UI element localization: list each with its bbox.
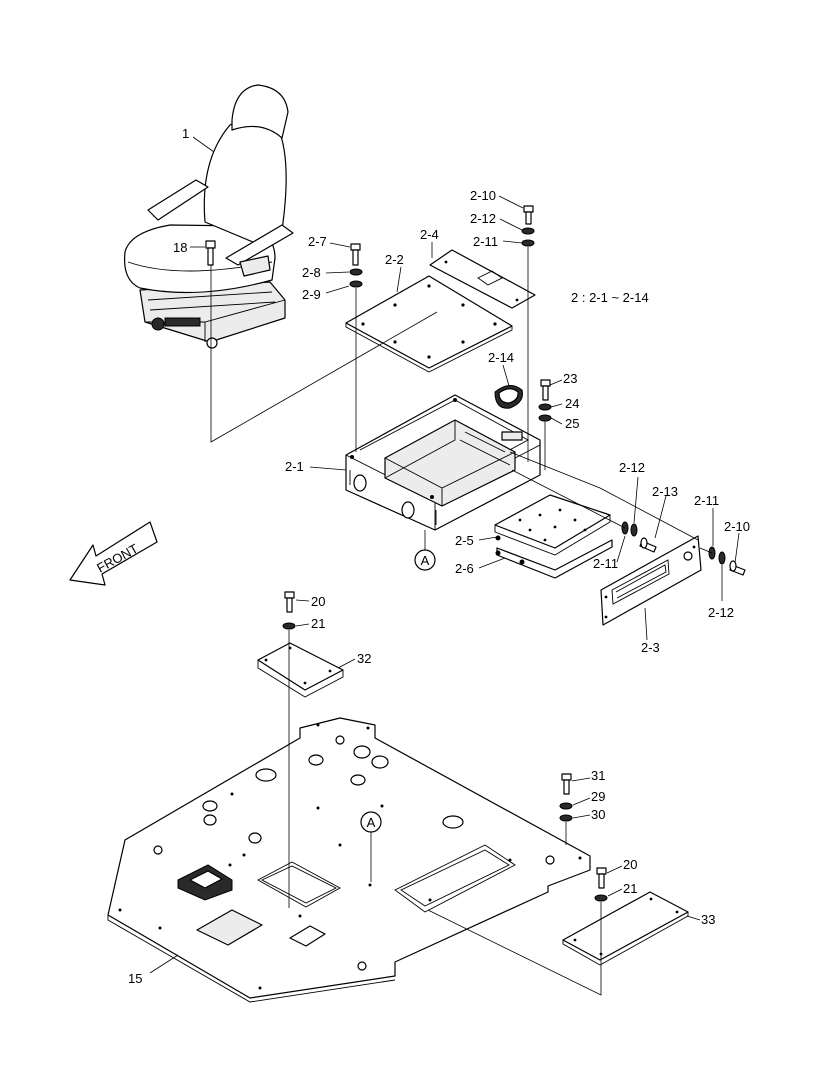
label-2-11: 2-11 bbox=[473, 234, 498, 249]
label-2-13: 2-13 bbox=[652, 484, 678, 499]
group-note: 2 : 2-1 ~ 2-14 bbox=[571, 290, 649, 305]
grommet-2-14 bbox=[494, 385, 523, 409]
fastener-stack-23 bbox=[538, 379, 552, 422]
fastener-stack-2-7 bbox=[349, 243, 363, 288]
assembly-lines bbox=[210, 247, 713, 996]
label-18: 18 bbox=[173, 240, 187, 255]
label-2-10-right: 2-10 bbox=[724, 519, 750, 534]
label-2-12-mid: 2-12 bbox=[619, 460, 645, 475]
front-arrow: FRONT bbox=[69, 521, 158, 586]
label-24: 24 bbox=[565, 396, 579, 411]
label-29: 29 bbox=[591, 789, 605, 804]
top-plate-2-2 bbox=[345, 275, 513, 373]
tray-2-5 bbox=[494, 494, 611, 556]
label-2-3: 2-3 bbox=[641, 640, 660, 655]
plate-33 bbox=[562, 891, 689, 966]
label-31: 31 bbox=[591, 768, 605, 783]
label-2-7: 2-7 bbox=[308, 234, 327, 249]
label-2-10: 2-10 bbox=[470, 188, 496, 203]
label-2-5: 2-5 bbox=[455, 533, 474, 548]
label-2-9: 2-9 bbox=[302, 287, 321, 302]
cover-plate-2-4 bbox=[429, 249, 536, 309]
tray-2-6 bbox=[495, 539, 613, 579]
label-15: 15 bbox=[128, 971, 142, 986]
label-20-right: 20 bbox=[623, 857, 637, 872]
label-20: 20 bbox=[311, 594, 325, 609]
bolt-18 bbox=[205, 240, 216, 266]
label-30: 30 bbox=[591, 807, 605, 822]
label-2-6: 2-6 bbox=[455, 561, 474, 576]
part-labels: 1 18 2-7 2-8 2-9 2-2 2-4 2-10 2-12 2-11 … bbox=[128, 126, 750, 986]
label-1: 1 bbox=[182, 126, 189, 141]
seat-assembly bbox=[123, 84, 294, 349]
label-21-right: 21 bbox=[623, 881, 637, 896]
label-2-12-low: 2-12 bbox=[708, 605, 734, 620]
label-2-4: 2-4 bbox=[420, 227, 439, 242]
ref-marker-a-box: A bbox=[414, 549, 436, 571]
label-2-12: 2-12 bbox=[470, 211, 496, 226]
floor-plate-15 bbox=[107, 717, 591, 1003]
ref-marker-a-floor-text: A bbox=[367, 815, 376, 830]
label-2-11-right: 2-11 bbox=[694, 493, 719, 508]
label-25: 25 bbox=[565, 416, 579, 431]
side-panel-2-3 bbox=[600, 535, 702, 626]
label-2-2: 2-2 bbox=[385, 252, 404, 267]
label-2-14: 2-14 bbox=[488, 350, 514, 365]
label-2-1: 2-1 bbox=[285, 459, 304, 474]
label-32: 32 bbox=[357, 651, 371, 666]
fastener-stack-31 bbox=[559, 773, 573, 822]
label-23: 23 bbox=[563, 371, 577, 386]
label-leaders bbox=[149, 136, 740, 974]
plate-32 bbox=[257, 642, 344, 698]
fastener-stack-20-right bbox=[594, 867, 608, 902]
fastener-stack-20 bbox=[282, 591, 296, 630]
fastener-2-13 bbox=[621, 521, 657, 553]
ref-marker-a-floor: A bbox=[360, 811, 382, 833]
fastener-stack-2-10 bbox=[521, 205, 535, 247]
label-21: 21 bbox=[311, 616, 325, 631]
ref-marker-a-box-text: A bbox=[421, 553, 430, 568]
label-2-11-low: 2-11 bbox=[593, 556, 618, 571]
seat-box-2-1 bbox=[345, 394, 541, 531]
label-33: 33 bbox=[701, 912, 715, 927]
fastener-stack-2-10-right bbox=[708, 546, 746, 576]
label-2-8: 2-8 bbox=[302, 265, 321, 280]
